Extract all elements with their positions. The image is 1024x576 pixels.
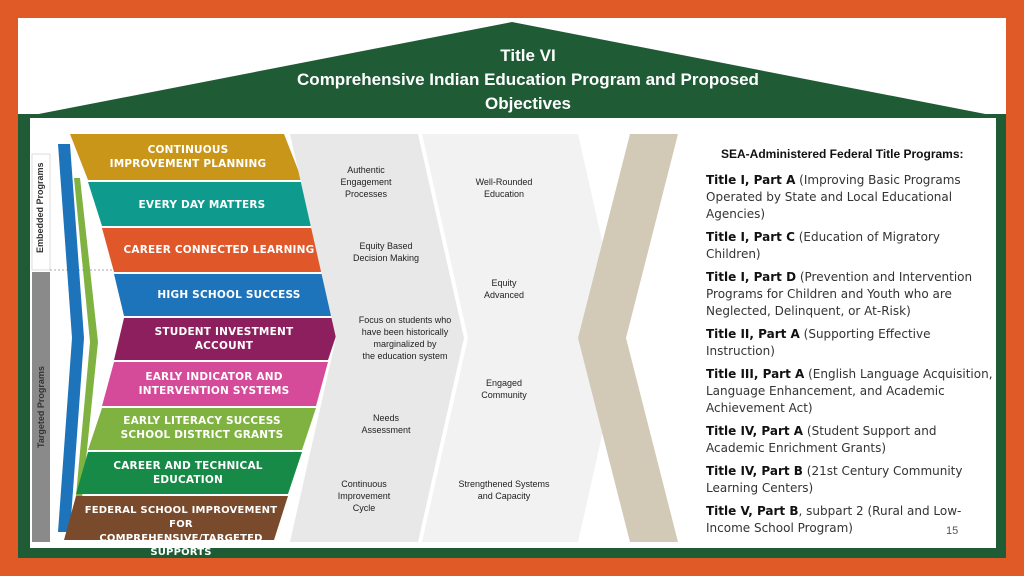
band-shape-9 xyxy=(64,496,288,540)
tan-chevron xyxy=(578,134,678,542)
embedded-strip xyxy=(31,153,51,271)
slide: Title VI Comprehensive Indian Education … xyxy=(18,18,1006,558)
band-career-connected-learning: CAREER CONNECTED LEARNING xyxy=(123,244,315,256)
federal-programs-list: Title I, Part A (Improving Basic Program… xyxy=(706,172,996,543)
left-chevron-blue xyxy=(58,144,84,532)
targeted-strip xyxy=(32,272,50,542)
diagram-shapes xyxy=(31,134,678,542)
program-item: Title I, Part D (Prevention and Interven… xyxy=(706,270,973,318)
program-item: Title I, Part A (Improving Basic Program… xyxy=(706,173,961,221)
middle-chevron-light xyxy=(290,134,464,542)
program-item: Title I, Part C (Education of Migratory … xyxy=(706,230,940,261)
title-line-2: Comprehensive Indian Education Program a… xyxy=(297,70,759,89)
band-every-day-matters: EVERY DAY MATTERS xyxy=(138,199,266,211)
program-item: Title IV, Part B (21st Century Community… xyxy=(706,464,963,495)
title-line-3: Objectives xyxy=(485,94,571,113)
band-shape-7 xyxy=(88,408,316,450)
band-shape-6 xyxy=(102,362,328,406)
label-embedded-programs: Embedded Programs xyxy=(35,162,45,253)
title-line-1: Title VI xyxy=(500,46,556,65)
program-item: Title III, Part A (English Language Acqu… xyxy=(706,367,993,415)
page-number: 15 xyxy=(946,525,959,537)
roof-shape xyxy=(18,22,1006,118)
program-item: Title IV, Part A (Student Support and Ac… xyxy=(706,424,937,455)
band-shape-1 xyxy=(70,134,302,180)
band-shape-4 xyxy=(114,274,342,316)
band-shape-8 xyxy=(76,452,302,494)
federal-programs-heading: SEA-Administered Federal Title Programs: xyxy=(721,147,964,161)
band-shape-5 xyxy=(114,318,342,360)
middle-chevron-second xyxy=(422,134,624,542)
band-high-school-success: HIGH SCHOOL SUCCESS xyxy=(157,289,301,301)
label-targeted-programs: Targeted Programs xyxy=(36,366,46,448)
program-item: Title II, Part A (Supporting Effective I… xyxy=(706,327,931,358)
program-item: Title V, Part B, subpart 2 (Rural and Lo… xyxy=(706,504,962,535)
band-shape-3 xyxy=(102,228,328,272)
left-chevron-green xyxy=(74,178,98,518)
band-shape-2 xyxy=(88,182,316,226)
